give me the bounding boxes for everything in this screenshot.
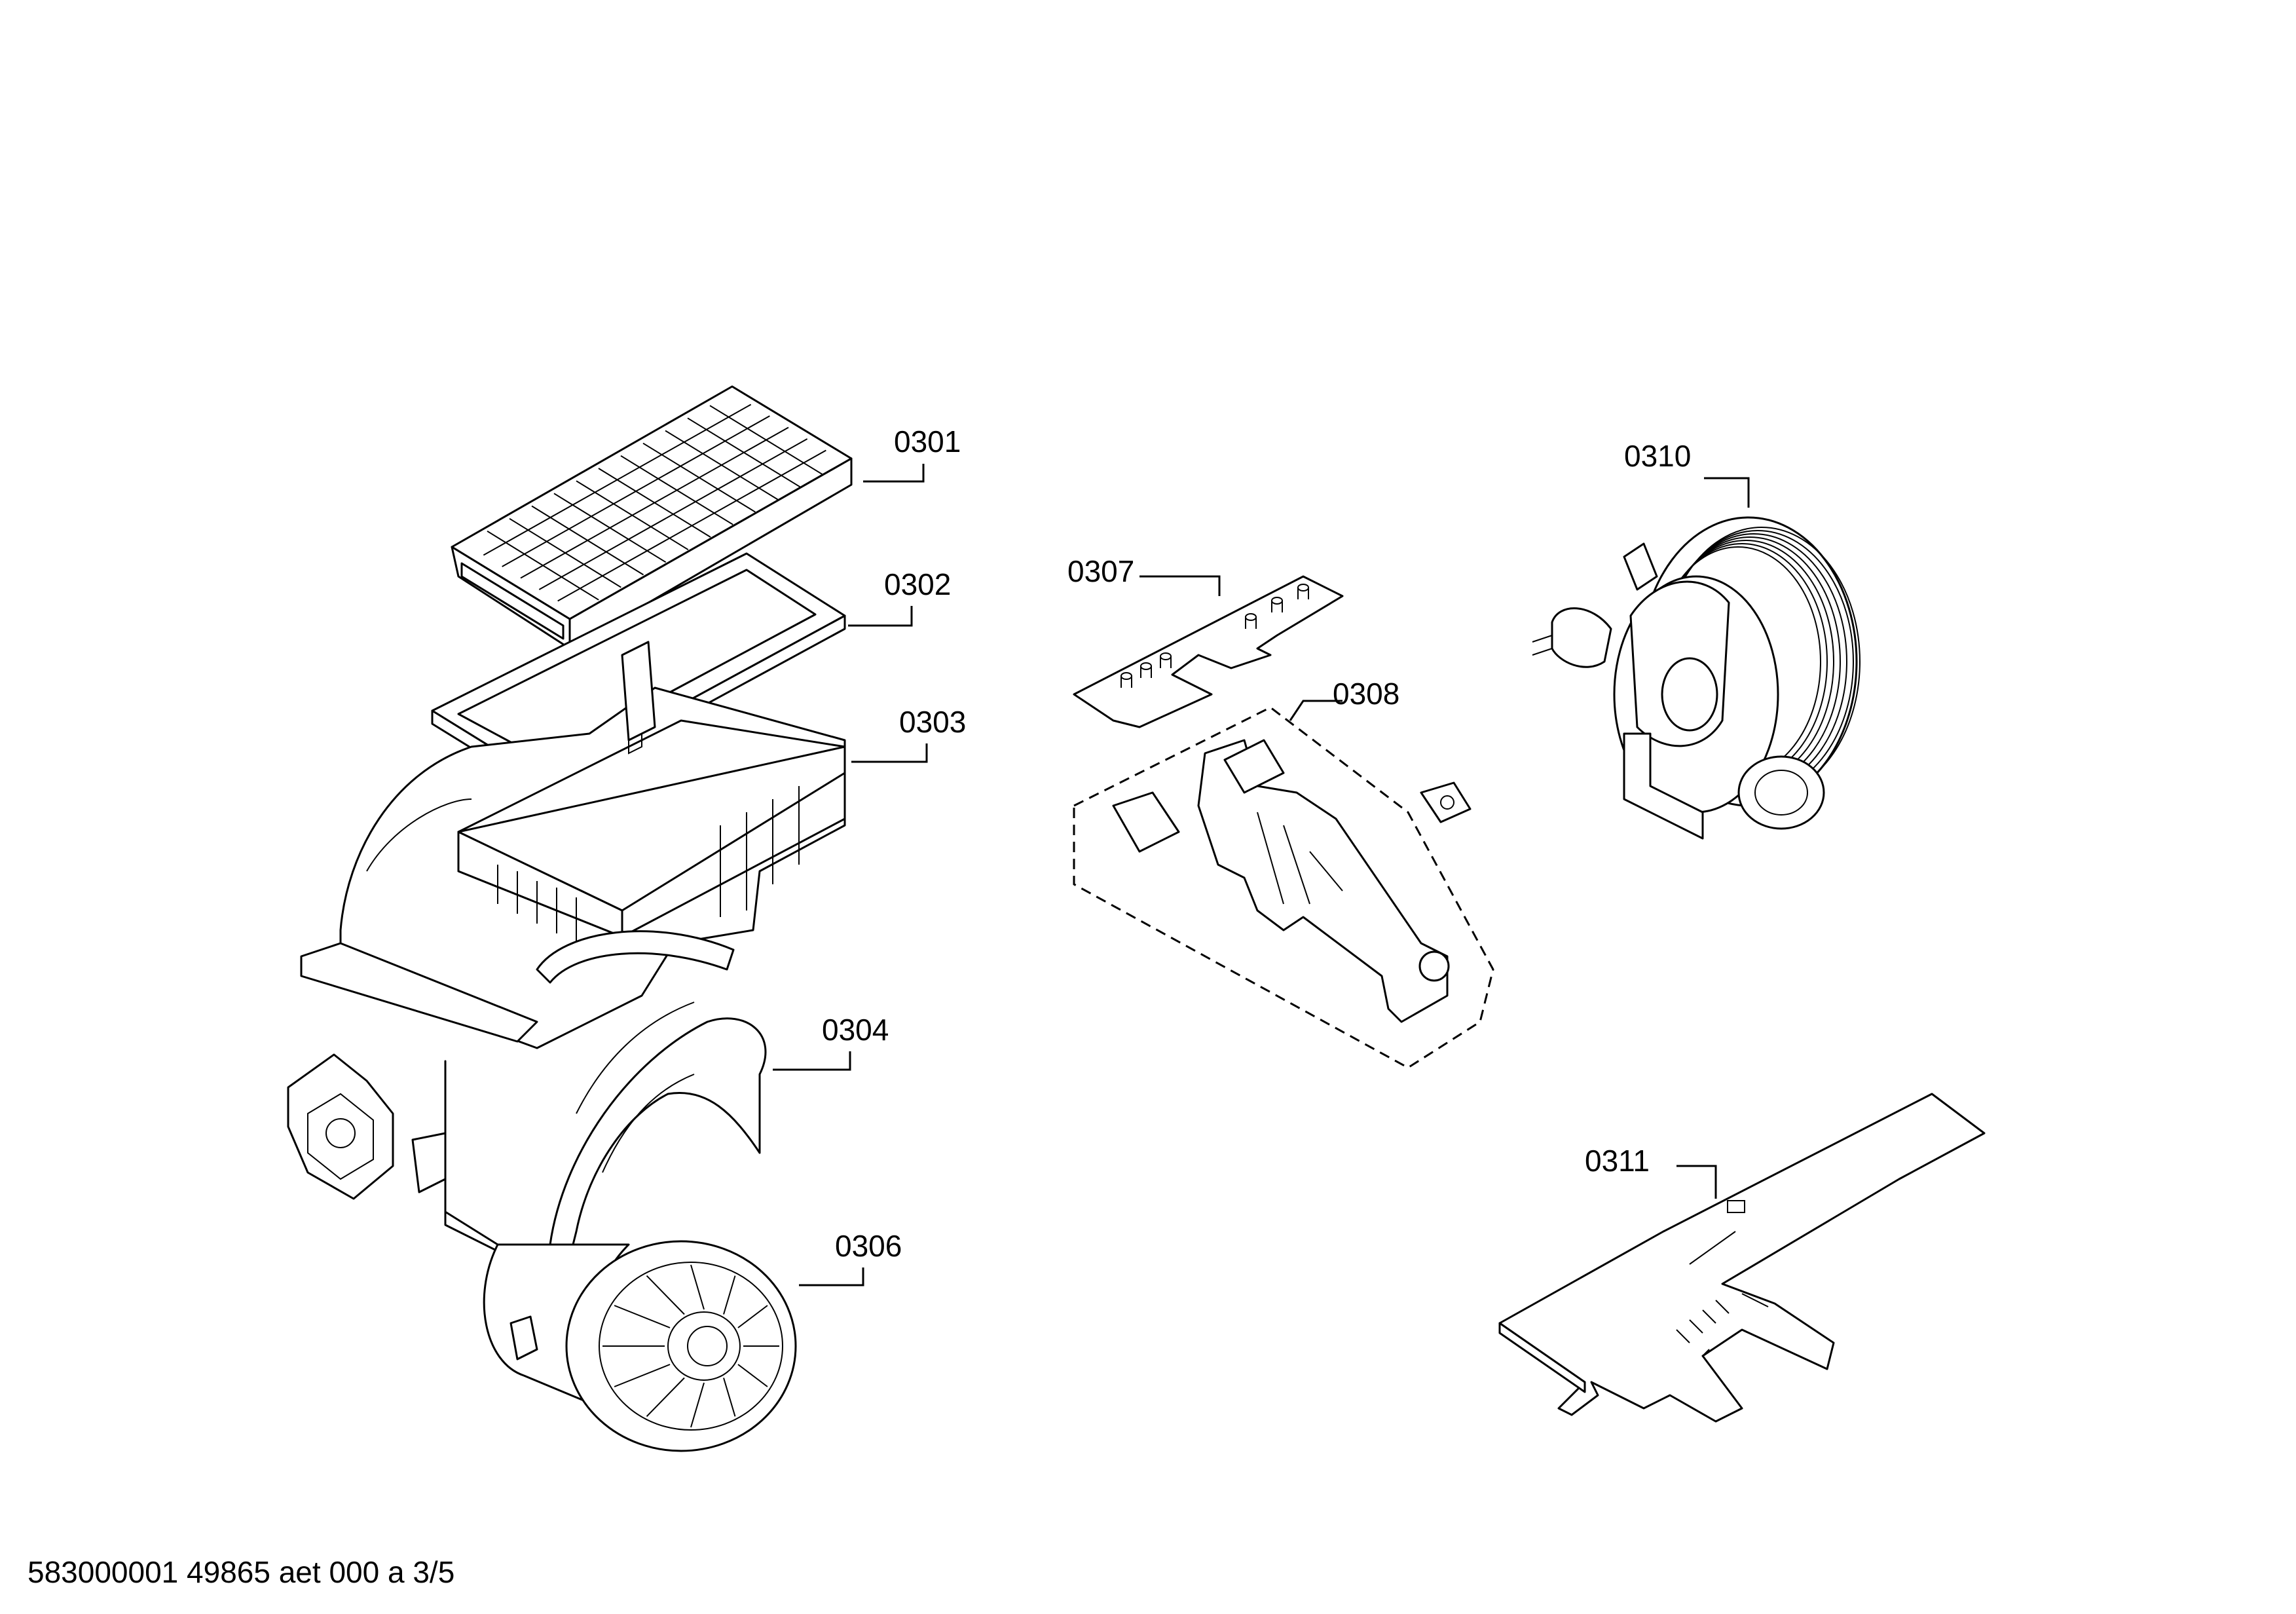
- part-labels: 0301 0302 0303 0304 0306 0307 0308 0310 …: [822, 424, 1691, 1263]
- part-0307-board: [1073, 575, 1344, 728]
- part-bracket-small: [287, 1053, 394, 1200]
- part-0301-filter: [451, 385, 853, 650]
- label-0304: 0304: [822, 1013, 889, 1047]
- part-0308-electronics: [1073, 706, 1494, 1069]
- label-0307: 0307: [1067, 554, 1134, 588]
- part-0306-motor: [483, 1240, 797, 1452]
- label-0310: 0310: [1624, 439, 1691, 473]
- leader-lines: [773, 464, 1750, 1286]
- part-0311-insert: [1498, 1093, 1986, 1423]
- label-0301: 0301: [894, 424, 961, 459]
- part-0310-cord-reel: [1532, 516, 1861, 840]
- label-0311: 0311: [1585, 1144, 1650, 1178]
- part-0304-motor-cover: [411, 1002, 767, 1285]
- label-0302: 0302: [884, 567, 951, 601]
- part-0303-housing: [300, 641, 846, 1049]
- document-footer: 583000001 49865 aet 000 a 3/5: [28, 1555, 454, 1589]
- label-0306: 0306: [835, 1229, 902, 1263]
- label-0303: 0303: [899, 705, 966, 739]
- label-0308: 0308: [1333, 677, 1399, 711]
